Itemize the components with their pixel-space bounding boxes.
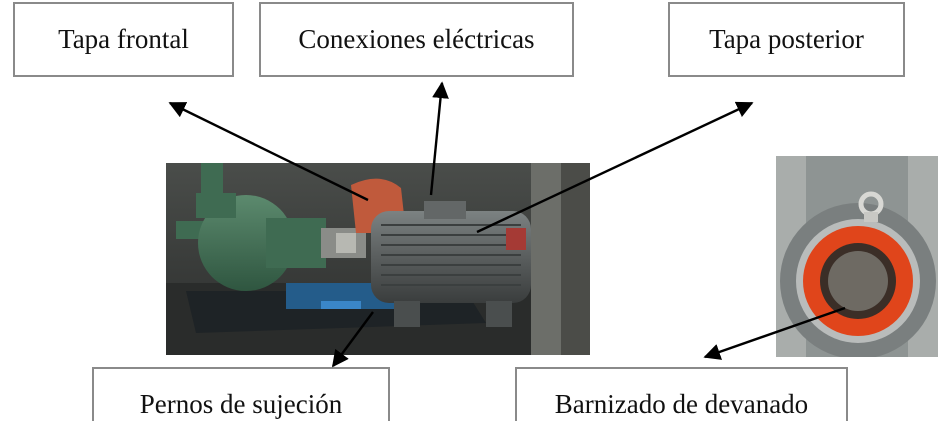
pump-motor-illustration	[166, 163, 590, 355]
label-barnizado-de-devanado: Barnizado de devanado	[515, 367, 848, 421]
label-tapa-posterior-text: Tapa posterior	[709, 24, 864, 54]
label-tapa-frontal: Tapa frontal	[13, 2, 234, 77]
stator-winding-photo	[776, 156, 938, 357]
label-pernos-de-sujecion: Pernos de sujeción	[92, 367, 390, 421]
label-tapa-posterior: Tapa posterior	[668, 2, 905, 77]
label-conexiones-electricas: Conexiones eléctricas	[259, 2, 574, 77]
stator-winding-illustration	[776, 156, 938, 357]
label-pernos-text: Pernos de sujeción	[139, 389, 343, 419]
label-conexiones-text: Conexiones eléctricas	[298, 24, 535, 54]
pump-motor-photo	[166, 163, 590, 355]
label-barnizado-text: Barnizado de devanado	[554, 389, 809, 419]
label-tapa-frontal-text: Tapa frontal	[58, 24, 189, 54]
